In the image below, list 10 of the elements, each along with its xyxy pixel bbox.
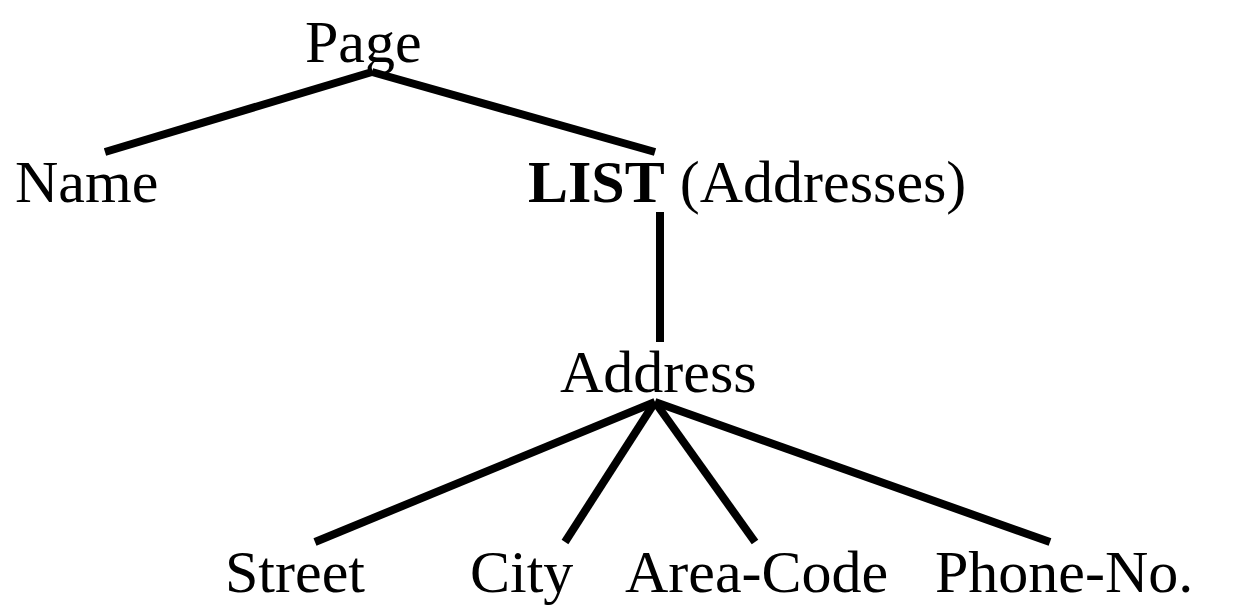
connector-line: [313, 398, 657, 546]
tree-node-label: Street: [225, 542, 365, 602]
connector-line: [103, 68, 374, 156]
tree-node-label: Name: [15, 152, 159, 212]
tree-node-label: Phone-No.: [935, 542, 1194, 602]
connector-line: [370, 68, 657, 156]
tree-node-label: Area-Code: [625, 542, 889, 602]
tree-node-label: Address: [560, 342, 757, 402]
tree-node-label: Page: [305, 12, 422, 72]
connector-line: [653, 398, 1052, 546]
